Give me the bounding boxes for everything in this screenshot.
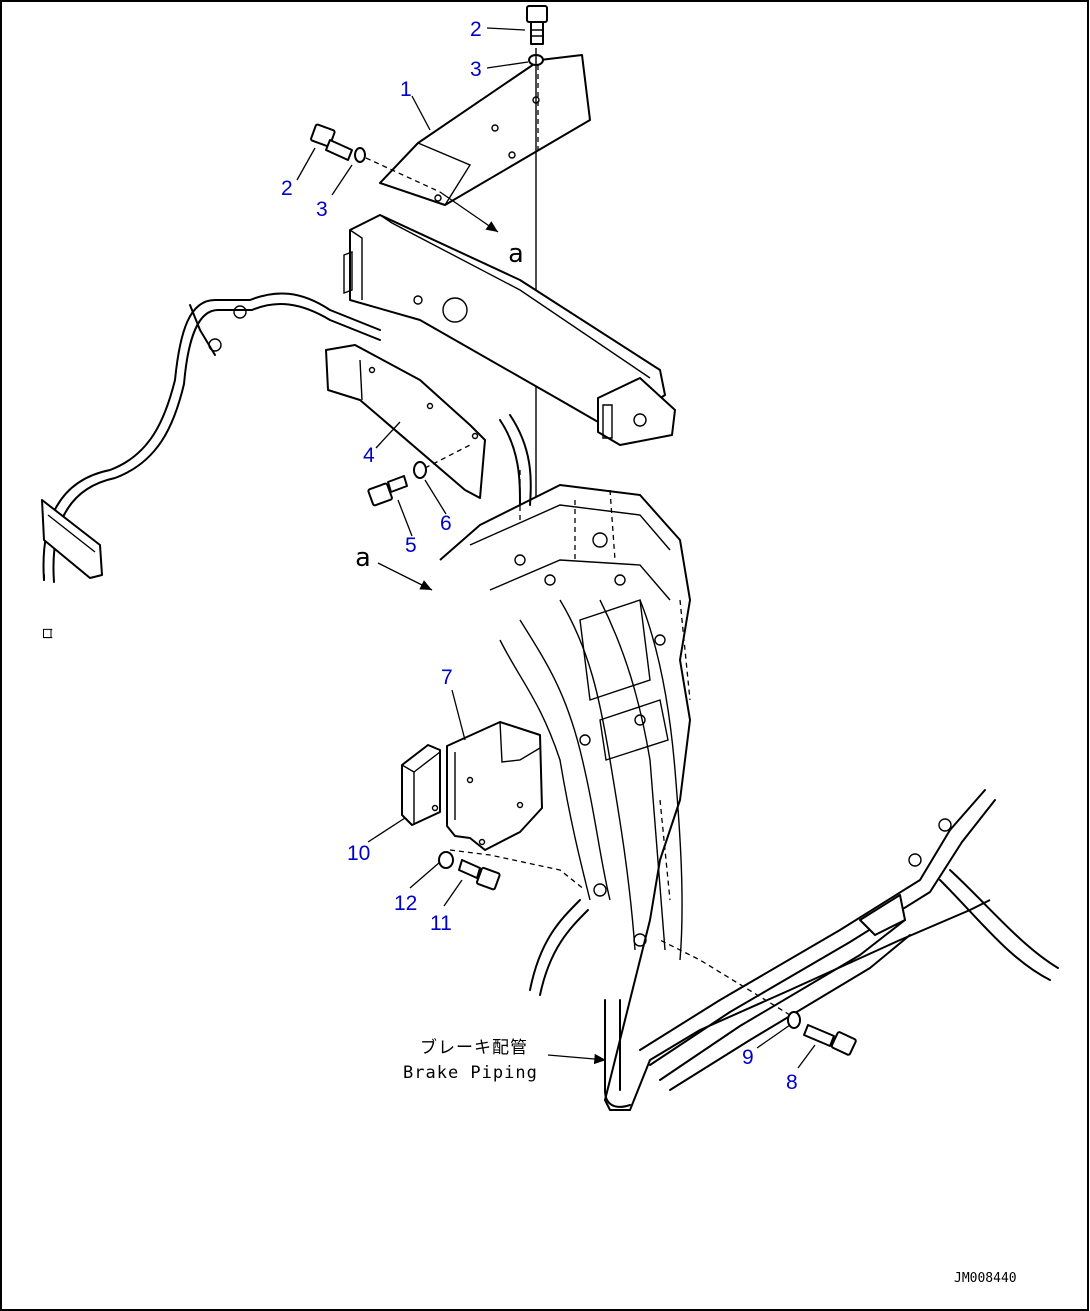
note-brake-piping-jp: ブレーキ配管 — [420, 1037, 528, 1058]
callout-11: 11 — [430, 912, 452, 935]
bolt-2-left — [310, 123, 353, 161]
cover-10 — [401, 744, 441, 826]
brake-pipe-left — [41, 292, 381, 583]
side-mark: ロ — [41, 627, 56, 640]
valve-frame-body — [439, 414, 991, 1111]
guard-plate-7 — [446, 721, 543, 851]
guard-plate-4 — [325, 344, 486, 499]
callout-2-top: 2 — [470, 18, 482, 41]
callout-8: 8 — [786, 1071, 798, 1094]
bolt-5 — [367, 475, 408, 507]
ref-label-a-left: a — [355, 543, 371, 573]
ref-arrow-a-left — [377, 562, 433, 591]
note-brake-piping-en: Brake Piping — [403, 1063, 538, 1083]
bolt-8 — [803, 1024, 857, 1056]
callout-4: 4 — [363, 444, 375, 467]
callout-3-left: 3 — [316, 198, 328, 221]
washer-12 — [438, 851, 454, 869]
callout-1: 1 — [400, 78, 412, 101]
callout-6: 6 — [440, 512, 452, 535]
callout-10: 10 — [347, 842, 370, 865]
ref-label-a-top: a — [508, 239, 524, 269]
drawing-code: JM008440 — [954, 1271, 1017, 1286]
callout-12: 12 — [394, 892, 417, 915]
callout-5: 5 — [405, 534, 417, 557]
bolt-2-top — [526, 5, 548, 45]
washer-9 — [787, 1011, 801, 1029]
callout-7: 7 — [441, 666, 453, 689]
frame-bracket — [343, 214, 676, 446]
callout-9: 9 — [742, 1046, 754, 1069]
bolt-11 — [458, 859, 501, 891]
washer-6 — [413, 461, 427, 479]
callout-2-left: 2 — [281, 177, 293, 200]
brake-pipe-lower — [529, 789, 1059, 1108]
washer-3-left — [354, 147, 366, 163]
callout-3-top: 3 — [470, 58, 482, 81]
callout-leaders — [296, 27, 816, 1069]
